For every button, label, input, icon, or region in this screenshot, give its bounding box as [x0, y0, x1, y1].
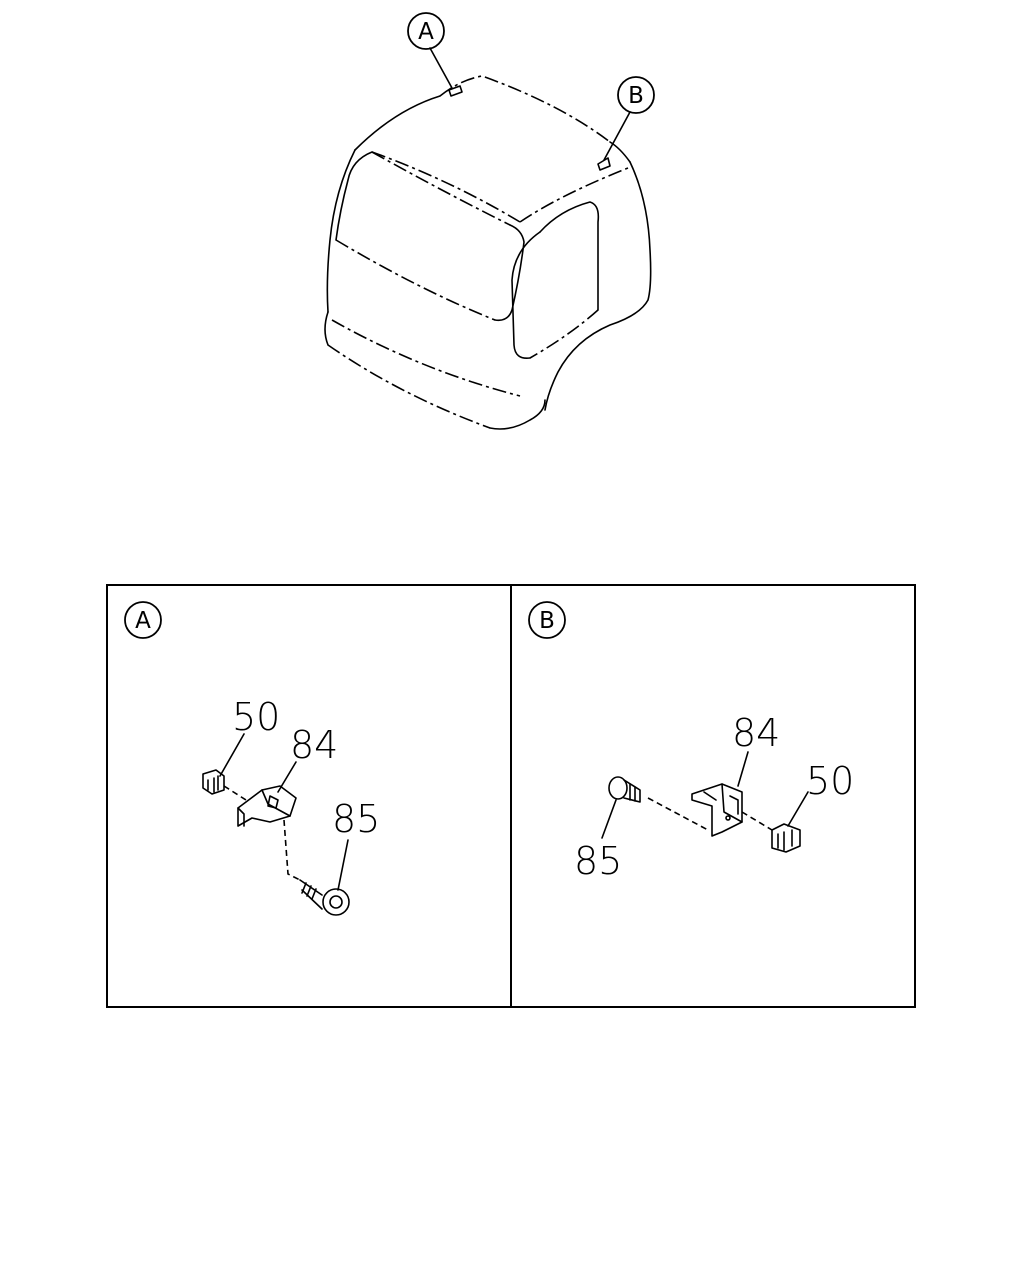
panel-a-bracket [237, 785, 297, 827]
panel-a-label-bracket: 84 [290, 723, 338, 767]
panel-b-label-bracket: 84 [732, 711, 780, 755]
callout-a-circle [407, 12, 445, 50]
panel-b-label-clip: 50 [806, 759, 854, 803]
panel-a-clip [202, 769, 225, 795]
detail-panel-b: B 85 84 50 [528, 601, 854, 883]
panel-b-screw [608, 776, 641, 803]
panel-b-clip [771, 823, 801, 853]
panel-a-letter: A [135, 608, 151, 634]
panel-a-label-screw: 85 [332, 797, 380, 841]
panel-a-label-clip: 50 [232, 695, 280, 739]
cab-illustration: A B [324, 12, 655, 430]
callout-b-circle [617, 76, 655, 114]
panel-a-circle [124, 601, 162, 639]
callout-a-label: A [418, 19, 434, 45]
callout-b-label: B [628, 83, 644, 109]
detail-panel-a: A 50 84 85 [124, 601, 380, 916]
panel-b-label-screw: 85 [574, 839, 622, 883]
panel-b-letter: B [539, 608, 555, 634]
panel-b-circle [528, 601, 566, 639]
panel-b-bracket [691, 783, 743, 837]
panel-a-screw [299, 879, 350, 916]
